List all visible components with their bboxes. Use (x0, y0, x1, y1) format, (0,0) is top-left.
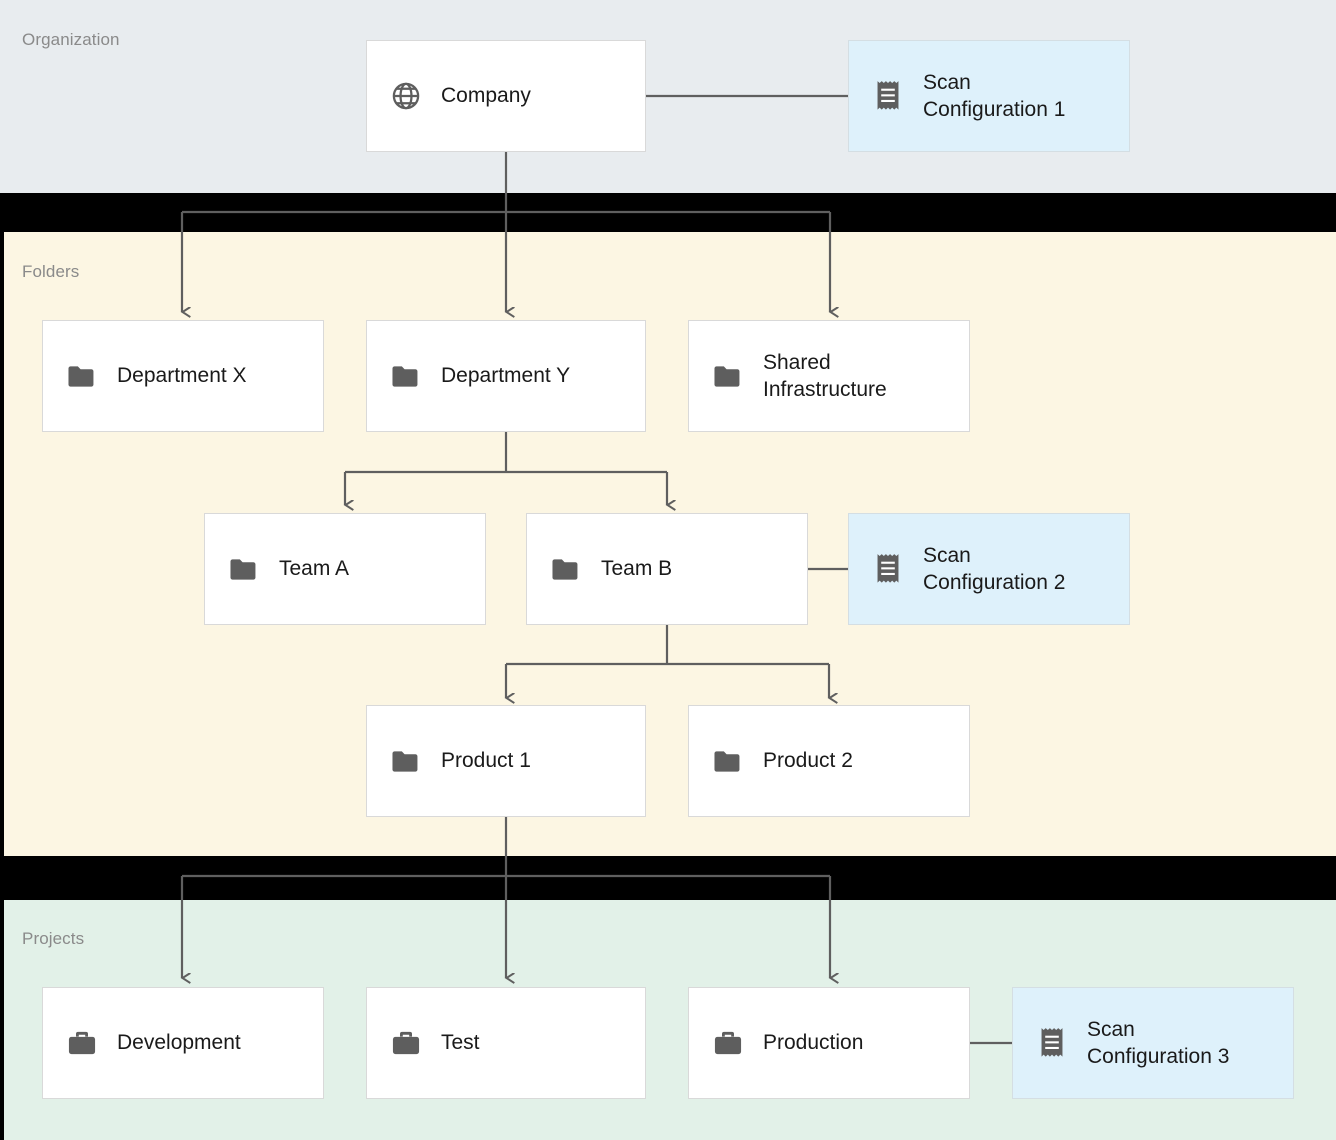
node-team-a[interactable]: Team A (204, 513, 486, 625)
node-company[interactable]: Company (366, 40, 646, 152)
node-label: Test (441, 1031, 480, 1055)
node-production[interactable]: Production (688, 987, 970, 1099)
node-label: Scan Configuration 2 (923, 543, 1066, 594)
receipt-icon (871, 79, 905, 113)
node-label: Shared Infrastructure (763, 350, 887, 401)
receipt-icon (1035, 1026, 1069, 1060)
node-product-2[interactable]: Product 2 (688, 705, 970, 817)
section-organization (0, 0, 1336, 193)
node-label: Production (763, 1031, 864, 1055)
folder-icon (227, 552, 261, 586)
folder-icon (549, 552, 583, 586)
node-department-x[interactable]: Department X (42, 320, 324, 432)
node-product-1[interactable]: Product 1 (366, 705, 646, 817)
node-label: Scan Configuration 1 (923, 70, 1066, 121)
node-test[interactable]: Test (366, 987, 646, 1099)
folder-icon (389, 359, 423, 393)
node-department-y[interactable]: Department Y (366, 320, 646, 432)
node-scan-configuration-3[interactable]: Scan Configuration 3 (1012, 987, 1294, 1099)
briefcase-icon (389, 1026, 423, 1060)
node-label: Department Y (441, 364, 571, 388)
section-label-projects: Projects (22, 929, 85, 948)
node-label: Team A (279, 557, 350, 581)
folder-icon (711, 744, 745, 778)
briefcase-icon (711, 1026, 745, 1060)
node-label: Scan Configuration 3 (1087, 1017, 1230, 1068)
briefcase-icon (65, 1026, 99, 1060)
node-scan-configuration-1[interactable]: Scan Configuration 1 (848, 40, 1130, 152)
node-development[interactable]: Development (42, 987, 324, 1099)
node-shared-infrastructure[interactable]: Shared Infrastructure (688, 320, 970, 432)
node-label: Team B (601, 557, 673, 581)
folder-icon (389, 744, 423, 778)
section-label-organization: Organization (22, 30, 120, 49)
section-label-folders: Folders (22, 262, 80, 281)
node-label: Department X (117, 364, 247, 388)
node-scan-configuration-2[interactable]: Scan Configuration 2 (848, 513, 1130, 625)
node-label: Company (441, 84, 531, 108)
folder-icon (65, 359, 99, 393)
globe-icon (389, 79, 423, 113)
folders-left-rail (0, 232, 4, 856)
node-label: Product 1 (441, 749, 531, 773)
node-label: Product 2 (763, 749, 853, 773)
receipt-icon (871, 552, 905, 586)
node-label: Development (117, 1031, 241, 1055)
node-team-b[interactable]: Team B (526, 513, 808, 625)
folder-icon (711, 359, 745, 393)
projects-left-rail (0, 900, 4, 1140)
